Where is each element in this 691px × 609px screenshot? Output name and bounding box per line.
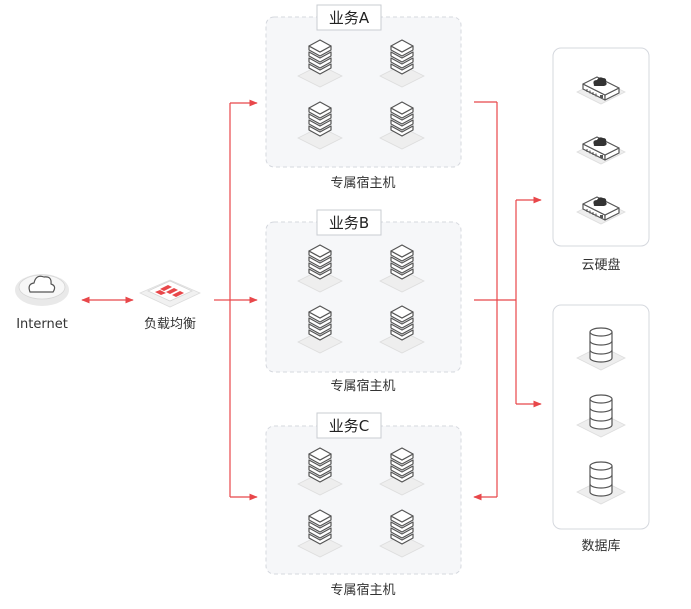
group-business-c: 业务C 专属宿主机	[265, 412, 462, 598]
group-business-a: 业务A 专属宿主机	[265, 4, 462, 191]
group-a-title-box	[316, 4, 382, 31]
connector-lines	[81, 99, 542, 501]
group-business-b: 业务B 专属宿主机	[265, 209, 462, 394]
group-b-title: 业务B	[329, 214, 369, 232]
group-b-caption: 专属宿主机	[330, 378, 395, 394]
cloud-disk-group: 云硬盘	[552, 47, 650, 273]
load-balancer-label: 负载均衡	[144, 317, 196, 332]
group-c-title-box	[316, 412, 382, 439]
load-balancer-icon	[139, 279, 201, 308]
group-c-box	[265, 425, 462, 575]
group-a-box	[265, 16, 462, 168]
group-c-title: 业务C	[329, 417, 369, 435]
database-group: 数据库	[552, 304, 650, 554]
internet-label: Internet	[16, 317, 68, 332]
group-b-title-box	[316, 209, 382, 236]
load-balancer-node: 负载均衡	[139, 279, 201, 332]
group-c-caption: 专属宿主机	[330, 582, 395, 598]
group-a-caption: 专属宿主机	[330, 175, 395, 191]
group-b-box	[265, 221, 462, 373]
cloud-disk-label: 云硬盘	[581, 257, 620, 273]
internet-node: Internet	[15, 274, 69, 332]
group-a-title: 业务A	[329, 9, 370, 27]
database-label: 数据库	[581, 538, 620, 554]
cloud-icon	[15, 274, 69, 306]
